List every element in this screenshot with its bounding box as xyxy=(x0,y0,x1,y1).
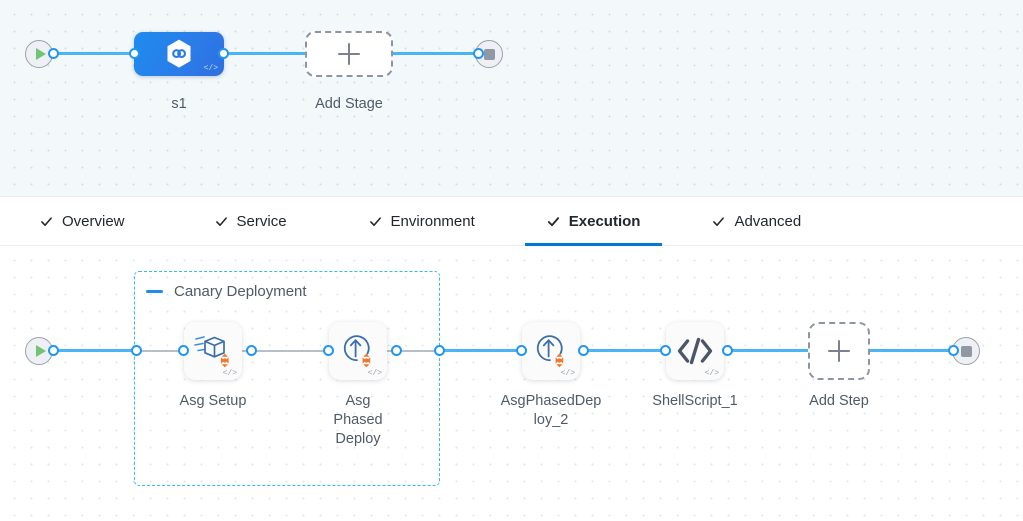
tab-label: Advanced xyxy=(734,212,802,230)
connector-dashed-2 xyxy=(188,350,326,352)
connector-dot-step1-out[interactable] xyxy=(246,345,257,356)
stage-config-tabs[interactable]: Overview Service Environment Execution A… xyxy=(0,196,1023,246)
step-node-shellscript-1[interactable]: </> xyxy=(666,322,724,380)
stage-code-badge: </> xyxy=(203,64,218,73)
code-brackets-icon xyxy=(677,337,713,365)
stage-node-s1[interactable]: </> xyxy=(134,32,224,76)
connector-dot-step3-in[interactable] xyxy=(516,345,527,356)
asg-phased-deploy-icon xyxy=(536,335,564,368)
stop-icon xyxy=(483,48,495,60)
step-label-shellscript-1: ShellScript_1 xyxy=(652,393,738,409)
step-group-title: Canary Deployment xyxy=(174,283,307,300)
check-icon xyxy=(41,216,52,226)
connector-step4-to-addstep xyxy=(725,349,817,352)
check-icon xyxy=(547,216,559,226)
connector-dot-end-in[interactable] xyxy=(473,48,484,59)
tab-label: Service xyxy=(236,212,287,230)
check-icon xyxy=(215,216,227,226)
step-node-asg-setup[interactable]: </> xyxy=(184,322,242,380)
connector-dot-step2-in[interactable] xyxy=(323,345,334,356)
connector-stage-to-addstage xyxy=(218,52,310,55)
step-group-canary-deployment[interactable] xyxy=(134,271,440,486)
step-label-asgphaseddeploy-2: AsgPhasedDeploy_2 xyxy=(500,393,602,428)
add-step-label: Add Step xyxy=(809,393,869,409)
tab-label: Overview xyxy=(62,212,125,230)
hexagon-link-icon xyxy=(167,39,191,68)
asg-setup-icon xyxy=(194,336,229,368)
tab-service[interactable]: Service xyxy=(193,197,309,245)
play-icon xyxy=(35,48,46,60)
play-icon xyxy=(35,345,46,357)
step-code-badge: </> xyxy=(367,369,382,378)
tab-advanced[interactable]: Advanced xyxy=(690,197,823,245)
connector-dot-start-out[interactable] xyxy=(48,48,59,59)
step-code-badge: </> xyxy=(222,369,237,378)
stop-icon xyxy=(960,345,972,357)
check-icon xyxy=(369,216,381,226)
connector-dot-step4-in[interactable] xyxy=(660,345,671,356)
check-icon xyxy=(713,216,725,226)
step-label-asg-phased-deploy: Asg Phased Deploy xyxy=(333,393,383,447)
connector-dot-step1-in[interactable] xyxy=(178,345,189,356)
add-stage-label: Add Stage xyxy=(315,96,383,112)
step-code-badge: </> xyxy=(560,369,575,378)
connector-start-to-stage xyxy=(48,52,140,55)
step-code-badge: </> xyxy=(704,369,719,378)
connector-dot-exec-end-in[interactable] xyxy=(948,345,959,356)
add-step-button[interactable] xyxy=(808,322,870,380)
connector-dot-step2-out[interactable] xyxy=(391,345,402,356)
connector-dot-group-out[interactable] xyxy=(434,345,445,356)
tab-label: Environment xyxy=(390,212,475,230)
connector-dot-step4-out[interactable] xyxy=(722,345,733,356)
connector-dot-stage-in[interactable] xyxy=(129,48,140,59)
connector-addstage-to-end xyxy=(388,52,480,55)
stage-label-s1: s1 xyxy=(171,96,187,112)
connector-step3-to-step4 xyxy=(521,349,667,352)
tab-overview[interactable]: Overview xyxy=(18,197,147,245)
step-group-header[interactable]: Canary Deployment xyxy=(146,283,307,300)
tab-label: Execution xyxy=(568,212,641,230)
step-node-asg-phased-deploy[interactable]: </> xyxy=(329,322,387,380)
connector-dashed-1 xyxy=(140,350,185,352)
connector-group-to-step3 xyxy=(440,349,523,352)
add-stage-button[interactable] xyxy=(305,31,393,77)
connector-addstep-to-end xyxy=(865,349,963,352)
tab-execution[interactable]: Execution xyxy=(524,197,663,246)
connector-start-to-group xyxy=(48,349,138,352)
tab-environment[interactable]: Environment xyxy=(347,197,497,245)
stage-canvas[interactable]: </> s1 Add Stage xyxy=(0,0,1023,196)
connector-dot-group-in[interactable] xyxy=(131,345,142,356)
asg-phased-deploy-icon xyxy=(343,335,371,368)
minus-icon[interactable] xyxy=(146,290,163,293)
execution-canvas[interactable]: Canary Deployment xyxy=(0,246,1023,521)
connector-dot-step3-out[interactable] xyxy=(578,345,589,356)
step-node-asgphaseddeploy-2[interactable]: </> xyxy=(522,322,580,380)
connector-dot-stage-out[interactable] xyxy=(218,48,229,59)
plus-icon xyxy=(338,43,360,65)
plus-icon xyxy=(828,340,850,362)
connector-dot-exec-start-out[interactable] xyxy=(48,345,59,356)
step-label-asg-setup: Asg Setup xyxy=(179,393,247,409)
